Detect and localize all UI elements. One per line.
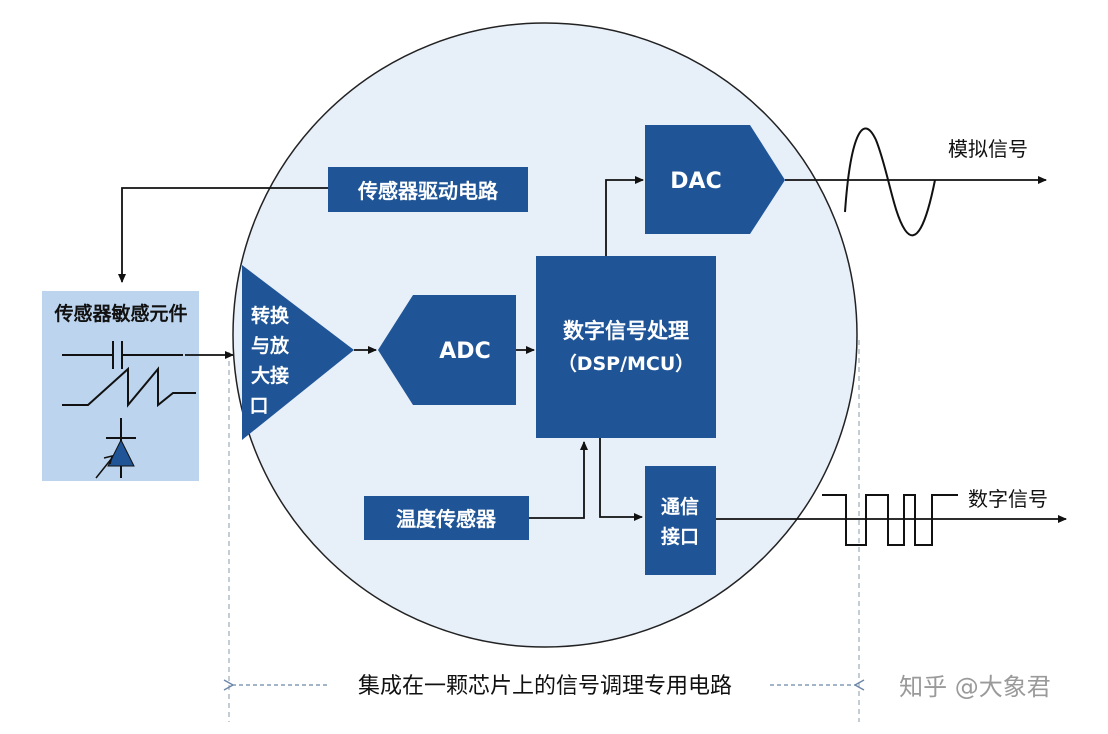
comm-interface-box (645, 466, 716, 575)
sine-wave-icon (844, 127, 936, 237)
conversion-amp-block (242, 265, 354, 440)
dsp-block (536, 256, 716, 438)
dac-block (645, 125, 785, 234)
caption: 集成在一颗芯片上的信号调理专用电路 (358, 674, 732, 699)
dsp-label-line2: （DSP/MCU） (558, 352, 695, 375)
temp-to-dsp-line (529, 441, 588, 519)
sensor-driver-label: 传感器驱动电路 (357, 179, 499, 203)
dsp-to-comm-line (599, 438, 643, 521)
capacitor-icon (62, 341, 183, 369)
comm-interface-line2: 接口 (661, 526, 699, 548)
watermark: 知乎 @大象君 (899, 673, 1051, 701)
driver-to-sensor-line (118, 187, 328, 283)
sensor-driver-box (328, 167, 528, 212)
comm-interface-line1: 通信 (661, 495, 699, 518)
conversion-amp-line1: 转换 (251, 304, 290, 327)
square-wave-icon (822, 494, 958, 546)
adc-block (378, 295, 516, 405)
dsp-label-line1: 数字信号处理 (563, 319, 689, 343)
sensor-element-label: 传感器敏感元件 (53, 302, 187, 325)
sawtooth-icon (62, 366, 196, 408)
adc-label: ADC (439, 339, 490, 364)
conversion-amp-line2: 与放 (251, 334, 290, 357)
dac-label: DAC (670, 169, 721, 194)
dsp-to-dac-line (605, 176, 644, 256)
digital-signal-label: 数字信号 (968, 487, 1048, 511)
analog-signal-label: 模拟信号 (948, 137, 1028, 161)
temp-sensor-box (364, 496, 529, 540)
conversion-amp-line4: 口 (249, 395, 268, 417)
photodiode-icon (95, 418, 136, 479)
conversion-amp-line3: 大接 (251, 364, 289, 387)
temp-sensor-label: 温度传感器 (396, 507, 497, 531)
